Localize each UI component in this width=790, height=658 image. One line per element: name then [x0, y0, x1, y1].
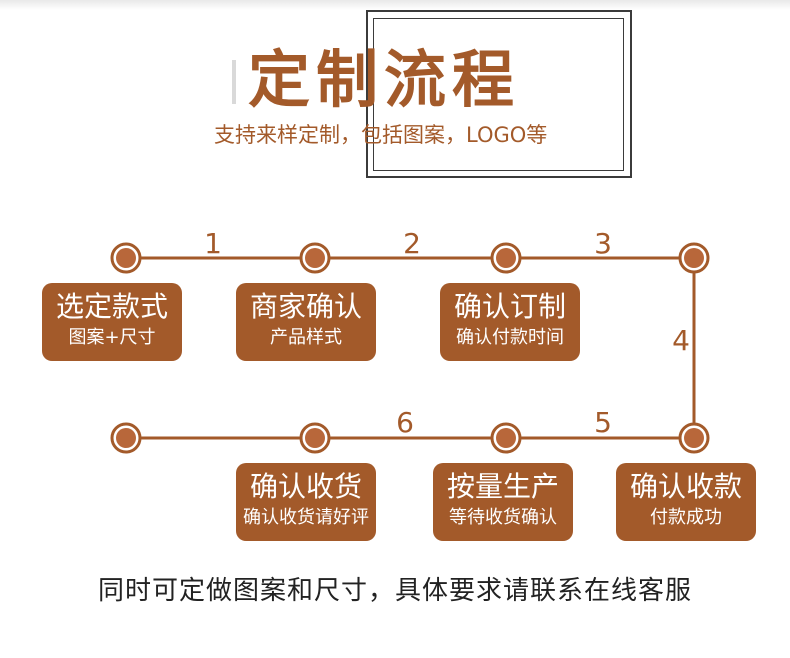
step-card-confirm-payment: 确认收款 付款成功 — [616, 463, 756, 541]
step-number-5: 5 — [594, 406, 612, 439]
flow-node — [110, 422, 142, 454]
top-shadow — [0, 0, 790, 10]
step-number-1: 1 — [204, 227, 222, 260]
step-card-title: 商家确认 — [249, 290, 362, 323]
step-card-title: 确认订制 — [453, 290, 566, 323]
step-card-select-style: 选定款式 图案+尺寸 — [42, 283, 182, 361]
step-number-2: 2 — [403, 227, 421, 260]
page-title: 定制流程 — [248, 43, 521, 116]
flow-node — [490, 422, 522, 454]
step-number-3: 3 — [594, 227, 612, 260]
flow-node — [678, 422, 710, 454]
step-card-title: 确认收款 — [629, 470, 742, 503]
flow-node — [299, 422, 331, 454]
step-number-4: 4 — [672, 324, 690, 357]
title-frame-outer — [366, 10, 632, 178]
flow-node — [110, 242, 142, 274]
step-card-title: 按量生产 — [446, 470, 559, 503]
flow-node — [299, 242, 331, 274]
title-accent-bar — [232, 60, 236, 104]
step-card-merchant-confirm: 商家确认 产品样式 — [236, 283, 376, 361]
step-card-confirm-receipt: 确认收货 确认收货请好评 — [236, 463, 376, 541]
step-card-detail: 付款成功 — [650, 507, 722, 528]
step-card-title: 选定款式 — [55, 290, 168, 323]
footer-note: 同时可定做图案和尺寸，具体要求请联系在线客服 — [97, 576, 692, 606]
title-frame-inner — [373, 18, 624, 171]
flow-node — [678, 242, 710, 274]
flow-connectors — [126, 256, 696, 440]
step-card-confirm-order: 确认订制 确认付款时间 — [440, 283, 580, 361]
step-card-detail: 确认付款时间 — [456, 327, 564, 348]
flow-nodes — [110, 242, 710, 454]
step-card-detail: 等待收货确认 — [449, 507, 557, 528]
step-number-6: 6 — [396, 406, 414, 439]
step-card-detail: 图案+尺寸 — [68, 327, 156, 348]
step-card-detail: 产品样式 — [270, 327, 342, 348]
page-subtitle: 支持来样定制，包括图案，LOGO等 — [214, 123, 548, 147]
step-card-production: 按量生产 等待收货确认 — [433, 463, 573, 541]
flow-node — [490, 242, 522, 274]
step-card-title: 确认收货 — [249, 470, 362, 503]
step-card-detail: 确认收货请好评 — [243, 507, 369, 528]
